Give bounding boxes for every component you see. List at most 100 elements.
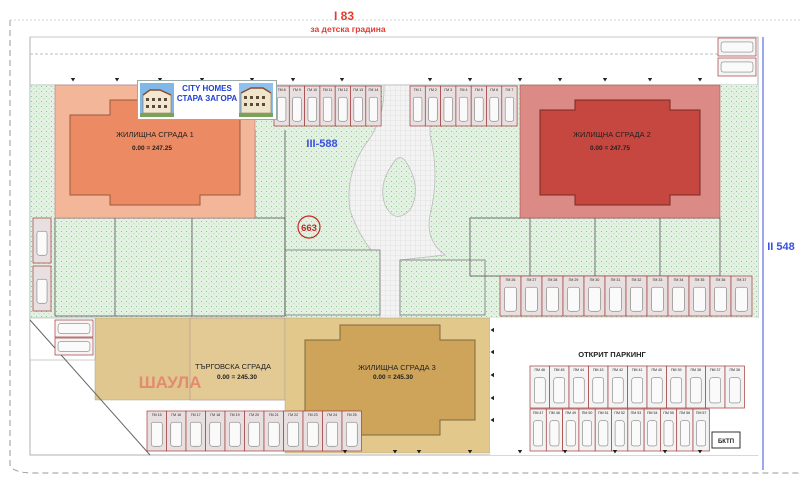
car-icon [353,96,363,122]
garage-label: ГМ 28 [548,278,558,282]
car-icon [614,420,625,447]
garage-label: ПМ 43 [593,368,604,372]
car-icon [489,96,499,122]
garage-label: ГМ 36 [716,278,726,282]
car-icon [709,377,721,404]
garage-label: ПМ 40 [651,368,662,372]
garage-label: ГМ 35 [695,278,705,282]
car-icon [338,96,348,122]
access-arrow-icon [339,78,345,82]
access-arrow-icon [290,78,296,82]
garage-label: ГМ 5 [475,88,483,92]
car-icon [582,420,592,447]
car-icon [57,323,91,334]
garage-label: ГМ 37 [737,278,747,282]
access-arrow-icon [467,450,473,454]
car-icon [504,286,517,312]
car-icon [525,286,538,312]
garage-label: ГМ 32 [632,278,642,282]
car-icon [277,96,287,122]
car-icon [573,377,585,404]
garage-label: ГМ 15 [152,413,162,417]
garage-label: ПМ 42 [612,368,623,372]
garage-label: ПМ 51 [598,411,609,415]
access-arrow-icon [562,450,568,454]
car-icon [729,377,741,404]
car-icon [428,96,438,122]
building-1-body [69,99,241,206]
car-icon [663,420,674,447]
access-arrow-icon [612,450,618,454]
garage-label: ГМ 24 [327,413,337,417]
car-icon [553,377,565,404]
garage-label: ПМ 53 [631,411,642,415]
corner-parking [717,37,757,77]
car-icon [292,96,302,122]
logo-line-2: СТАРА ЗАГОРА [176,94,238,103]
garage-label: ПМ 48 [549,411,560,415]
building-3-name: ЖИЛИЩНА СГРАДА 3 [358,363,436,372]
car-icon [534,377,546,404]
car-icon [609,286,622,312]
building-2-name: ЖИЛИЩНА СГРАДА 2 [573,130,651,139]
garage-label: ГМ 6 [490,88,498,92]
building-left-icon [140,83,174,117]
car-icon [672,286,685,312]
car-icon [307,421,319,447]
west-garages [32,217,94,356]
lower-court-1 [284,249,381,316]
garage-label: ПМ 52 [614,411,625,415]
commercial-name: ТЪРГОВСКА СГРАДА [195,362,271,371]
building-1-level: 0.00 = 247.25 [132,145,172,152]
garage-label: ГМ 13 [353,88,363,92]
car-icon [735,286,748,312]
car-icon [696,420,706,447]
car-icon [443,96,453,122]
transformer-label: БКТП [718,439,734,445]
car-icon [413,96,423,122]
garage-label: ГМ 17 [191,413,201,417]
car-icon [567,286,580,312]
garage-label: ГМ 26 [506,278,516,282]
garage-label: ГМ 16 [171,413,181,417]
garage-label: ПМ 47 [533,411,544,415]
car-icon [368,96,378,122]
car-icon [170,421,182,447]
garage-label: ГМ 18 [210,413,220,417]
access-arrow-icon [342,450,348,454]
car-icon [592,377,604,404]
access-arrow-icon [662,450,668,454]
car-icon [651,377,663,404]
garage-label: ГМ 27 [527,278,537,282]
access-arrow-icon [427,78,433,82]
side-arrow-icon [490,349,494,355]
garage-label: ГМ 9 [293,88,301,92]
logo-text: CITY HOMES СТАРА ЗАГОРА [175,84,239,104]
garage-label: ГМ 2 [429,88,437,92]
garage-label: ПМ 50 [582,411,593,415]
access-markers [70,78,703,454]
plot-number-circle [297,215,321,239]
lower-court-2 [399,259,486,316]
garage-label: ПМ 56 [680,411,691,415]
car-icon [209,421,221,447]
car-icon [631,377,643,404]
garage-label: ГМ 33 [653,278,663,282]
garage-label: ПМ 41 [632,368,643,372]
car-icon [565,420,576,447]
garage-label: ПМ 45 [554,368,565,372]
diagonal-edge [29,319,151,456]
side-arrow-icon [490,372,494,378]
car-icon [459,96,469,122]
garage-label: ГМ 34 [674,278,684,282]
car-icon [323,96,333,122]
side-arrow-icon [490,417,494,423]
car-icon [248,421,260,447]
side-arrow-icon [490,395,494,401]
access-arrow-icon [697,78,703,82]
central-island [382,157,416,217]
car-icon [36,278,48,304]
